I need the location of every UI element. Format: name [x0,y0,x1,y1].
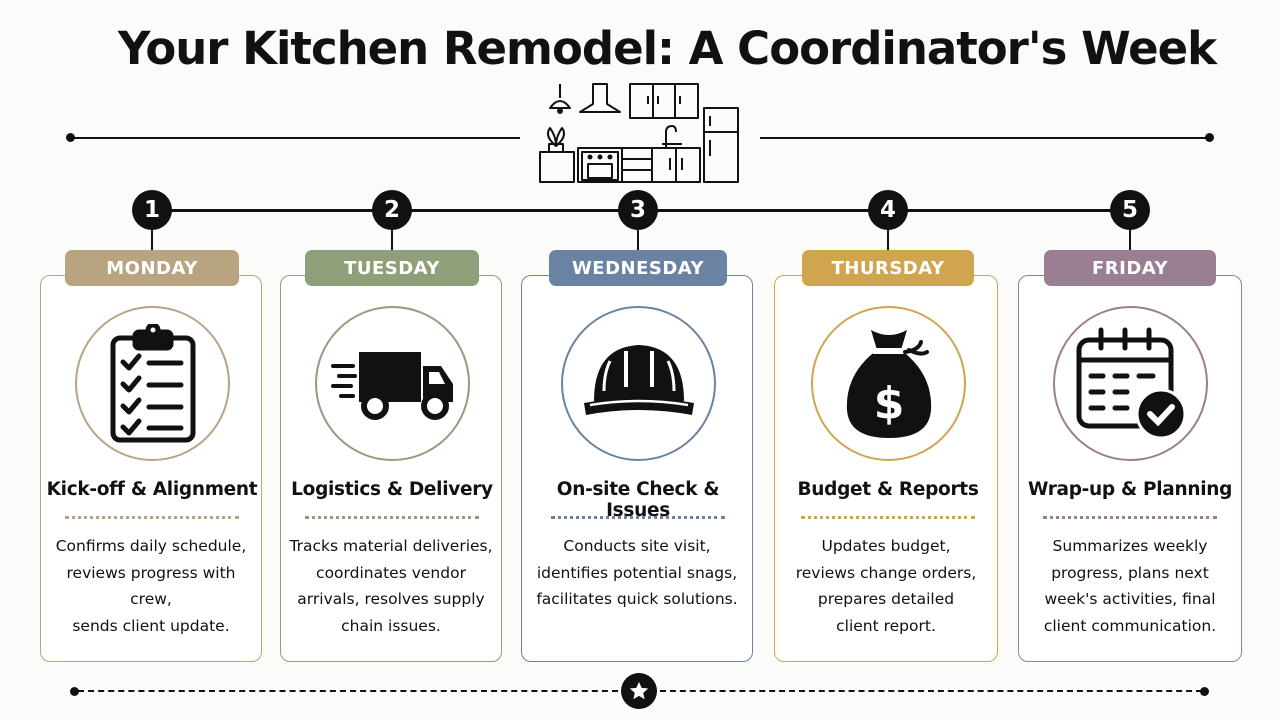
kitchen-line-right-dot [1205,133,1214,142]
bottom-line-right-dot [1200,687,1209,696]
description-line: Confirms daily schedule, [55,537,247,555]
kitchen-illustration-icon [539,83,739,183]
description-line: week's activities, final [1044,590,1216,608]
card-title: On-site Check & Issues [556,479,720,521]
card-description: Confirms daily schedule, reviews progress… [46,533,256,639]
description-line: progress, plans next [1051,563,1209,582]
bottom-line-left [78,690,618,692]
description-line: Conducts site visit, [563,537,711,555]
description-line: Updates budget, [821,537,951,555]
description-line: facilitates quick solutions. [536,590,738,608]
card-description: Updates budget, reviews change orders, pre… [780,533,992,639]
step-connector [1129,230,1131,250]
card-description: Summarizes weekly progress, plans next wee… [1024,533,1236,639]
card-title: Wrap-up & Planning [1027,479,1233,500]
description-line: identifies potential snags, [536,563,738,582]
step-connector [637,230,639,250]
kitchen-line-right [760,137,1210,139]
step-number-badge: 2 [372,190,412,230]
step-number-badge: 3 [618,190,658,230]
description-line: client report. [836,616,936,635]
day-label: TUESDAY [305,250,479,286]
page-title: Your Kitchen Remodel: A Coordinator's We… [117,22,1217,75]
card-title: Budget & Reports [797,479,979,500]
description-line: coordinates vendor [316,563,466,582]
bottom-line-right [660,690,1202,692]
delivery-truck-icon [315,306,470,461]
star-icon [621,673,657,709]
day-label: FRIDAY [1044,250,1216,286]
description-line: client communication. [1043,616,1217,635]
clipboard-checklist-icon [75,306,230,461]
description-line: Summarizes weekly [1052,537,1208,555]
hard-hat-icon [561,306,716,461]
description-line: Tracks material deliveries, [289,537,493,555]
dotted-divider [551,516,725,519]
description-line: sends client update. [72,616,230,635]
step-number-badge: 4 [868,190,908,230]
dotted-divider [65,516,239,519]
day-label: MONDAY [65,250,239,286]
step-number-badge: 5 [1110,190,1150,230]
card-title: Logistics & Delivery [291,479,493,500]
step-number-badge: 1 [132,190,172,230]
day-label: THURSDAY [802,250,974,286]
calendar-check-icon [1053,306,1208,461]
card-title: Kick-off & Alignment [46,479,258,500]
step-connector [151,230,153,250]
dotted-divider [1043,516,1217,519]
kitchen-line-left [70,137,520,139]
description-line: chain issues. [341,616,441,635]
dotted-divider [801,516,975,519]
day-label: WEDNESDAY [549,250,727,286]
svg-text:$: $ [873,378,904,429]
description-line: reviews change orders, [795,563,977,582]
description-line: arrivals, resolves supply [297,590,485,608]
card-description: Conducts site visit, identifies potential… [527,533,747,613]
step-connector [887,230,889,250]
dotted-divider [305,516,479,519]
card-description: Tracks material deliveries, coordinates v… [286,533,496,639]
money-bag-icon: $ [811,306,966,461]
step-connector [391,230,393,250]
description-line: prepares detailed [817,590,955,608]
description-line: reviews progress with crew, [66,563,236,609]
bottom-line-left-dot [70,687,79,696]
